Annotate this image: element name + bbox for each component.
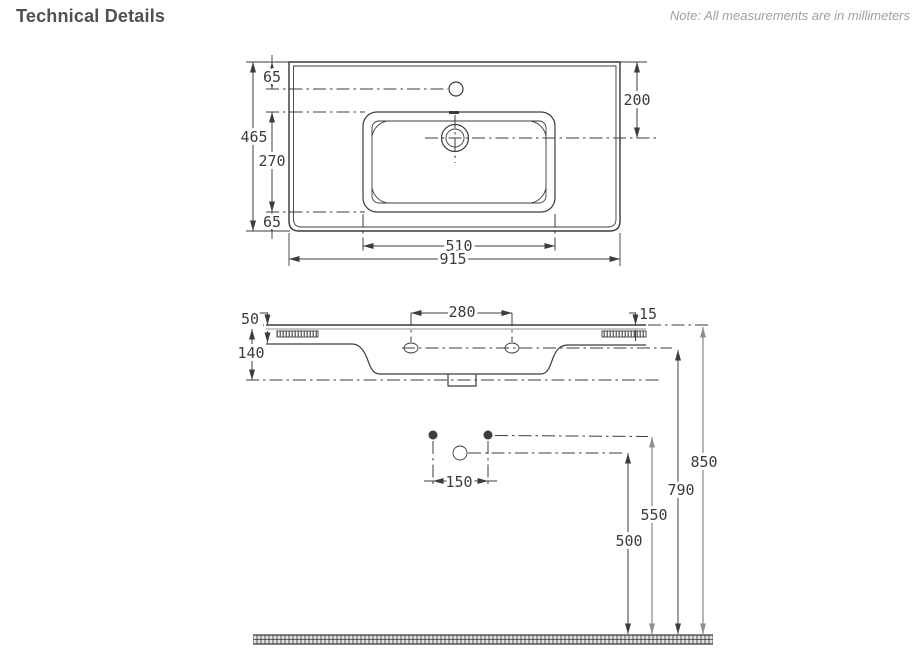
basin-corner-fillets xyxy=(371,120,547,204)
dim-fixing-height: 790 xyxy=(667,481,694,499)
wall-bracket-left xyxy=(276,330,319,338)
dim-drain-outlet-height: 500 xyxy=(615,532,642,550)
extension-lines-top-view xyxy=(246,55,647,266)
basin-body-profile xyxy=(266,343,646,375)
dim-total-width: 915 xyxy=(439,250,466,268)
installation-view: 500 550 790 850 150 xyxy=(253,327,721,645)
dim-15-bracket xyxy=(629,312,639,341)
leader-550 xyxy=(494,435,649,437)
page-title: Technical Details xyxy=(16,6,166,26)
dim-tap-to-drain: 200 xyxy=(623,91,650,109)
dim-50-bracket xyxy=(259,312,271,343)
waste-outlet xyxy=(452,445,468,461)
dim-fixing-spacing: 280 xyxy=(448,303,475,321)
fixing-hole-left xyxy=(403,342,419,354)
dim-rim-height: 50 xyxy=(241,310,259,328)
floor-line xyxy=(253,634,713,645)
basin-outer-rim xyxy=(362,111,556,213)
basin-inner-rim xyxy=(371,120,547,204)
dim-bracket-height: 550 xyxy=(640,506,667,524)
top-view: 65 465 270 65 200 510 915 xyxy=(237,55,658,271)
fixing-hole-right xyxy=(504,342,520,354)
countertop-inner-edge xyxy=(293,65,617,228)
dim-bracket-spacing: 150 xyxy=(445,473,472,491)
countertop-outline xyxy=(288,61,621,232)
dim-basin-depth: 270 xyxy=(258,152,285,170)
dim-bottom-offset: 65 xyxy=(263,213,281,231)
dim-rim-install-height: 850 xyxy=(690,453,717,471)
wall-plug-left xyxy=(428,430,438,440)
dim-total-depth: 465 xyxy=(240,128,267,146)
tap-hole xyxy=(448,81,464,97)
dim-body-depth: 140 xyxy=(237,344,264,362)
dim-basin-width: 510 xyxy=(445,237,472,255)
dim-slab-thickness: 15 xyxy=(639,305,657,323)
units-note: Note: All measurements are in millimeter… xyxy=(669,8,910,23)
wall-plug-right xyxy=(483,430,493,440)
wall-bracket-right xyxy=(601,330,647,338)
side-view: 50 140 280 15 xyxy=(234,300,712,387)
dim-top-offset: 65 xyxy=(263,68,281,86)
